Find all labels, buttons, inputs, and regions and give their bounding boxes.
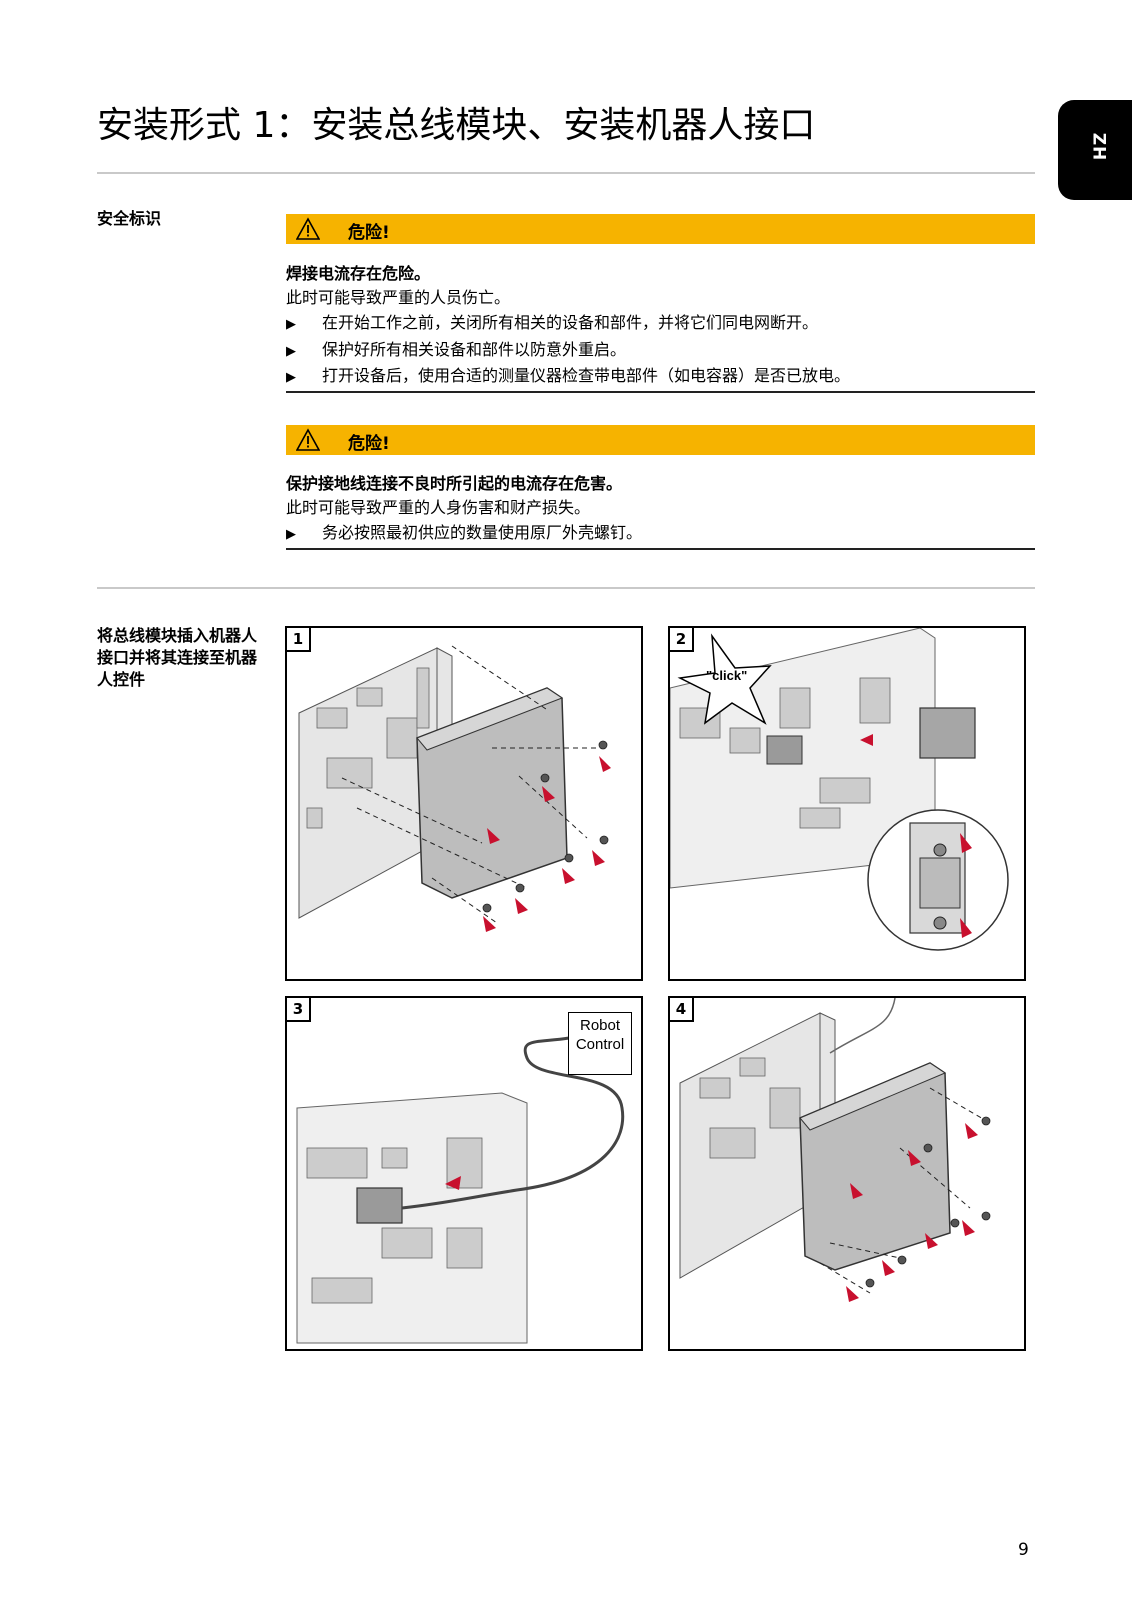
step-number-1: 1 bbox=[287, 628, 311, 652]
warning-triangle-icon bbox=[296, 428, 320, 451]
warning-text-2: 此时可能导致严重的人身伤害和财产损失。 bbox=[286, 498, 591, 517]
warning-title-2: 保护接地线连接不良时所引起的电流存在危害。 bbox=[286, 474, 623, 493]
illustration-step-2: "click" 2 bbox=[668, 626, 1026, 981]
bullet-arrow-icon: ▶ bbox=[286, 317, 296, 332]
warning-bar-1: 危险! bbox=[286, 214, 1035, 244]
warning1-bullet-2: ▶保护好所有相关设备和部件以防意外重启。 bbox=[286, 340, 627, 359]
step-number-4: 4 bbox=[670, 998, 694, 1022]
step-number-2: 2 bbox=[670, 628, 694, 652]
robot-control-box: Robot Control bbox=[568, 1012, 632, 1075]
section-divider bbox=[97, 587, 1035, 589]
assembly-drawing-3 bbox=[296, 1036, 625, 1344]
assembly-drawing-1 bbox=[298, 645, 611, 932]
warning-label-2: 危险! bbox=[348, 434, 390, 454]
warning-bar-2: 危险! bbox=[286, 425, 1035, 455]
step-number-3: 3 bbox=[287, 998, 311, 1022]
language-tab: ZH bbox=[1058, 100, 1132, 200]
steps-section-label: 将总线模块插入机器人接口并将其连接至机器人控件 bbox=[97, 626, 258, 689]
safety-section-label: 安全标识 bbox=[97, 209, 162, 228]
warning1-end-rule bbox=[286, 391, 1035, 393]
bullet-arrow-icon: ▶ bbox=[286, 370, 296, 385]
illustration-step-1: 1 bbox=[285, 626, 643, 981]
warning1-bullet-3: ▶打开设备后，使用合适的测量仪器检查带电部件（如电容器）是否已放电。 bbox=[286, 366, 851, 385]
warning-text-1: 此时可能导致严重的人员伤亡。 bbox=[286, 288, 511, 307]
robot-control-label-2: Control bbox=[575, 1036, 625, 1053]
page-title: 安装形式 1：安装总线模块、安装机器人接口 bbox=[97, 105, 816, 146]
assembly-drawing-4 bbox=[679, 998, 991, 1302]
click-callout: "click" bbox=[706, 668, 748, 683]
title-divider bbox=[97, 172, 1035, 174]
warning1-bullet-1: ▶在开始工作之前，关闭所有相关的设备和部件，并将它们同电网断开。 bbox=[286, 313, 819, 332]
warning-label-1: 危险! bbox=[348, 223, 390, 243]
robot-control-label-1: Robot bbox=[579, 1017, 621, 1034]
bullet-arrow-icon: ▶ bbox=[286, 527, 296, 542]
page-number: 9 bbox=[1018, 1540, 1029, 1560]
assembly-drawing-2 bbox=[670, 628, 1009, 951]
bullet-arrow-icon: ▶ bbox=[286, 344, 296, 359]
warning-title-1: 焊接电流存在危险。 bbox=[286, 264, 431, 283]
warning2-bullet-1: ▶务必按照最初供应的数量使用原厂外壳螺钉。 bbox=[286, 523, 643, 542]
warning-triangle-icon bbox=[296, 217, 320, 240]
language-tab-label: ZH bbox=[1088, 132, 1109, 162]
illustration-step-4: 4 bbox=[668, 996, 1026, 1351]
illustration-step-3: Robot Control 3 bbox=[285, 996, 643, 1351]
warning2-end-rule bbox=[286, 548, 1035, 550]
